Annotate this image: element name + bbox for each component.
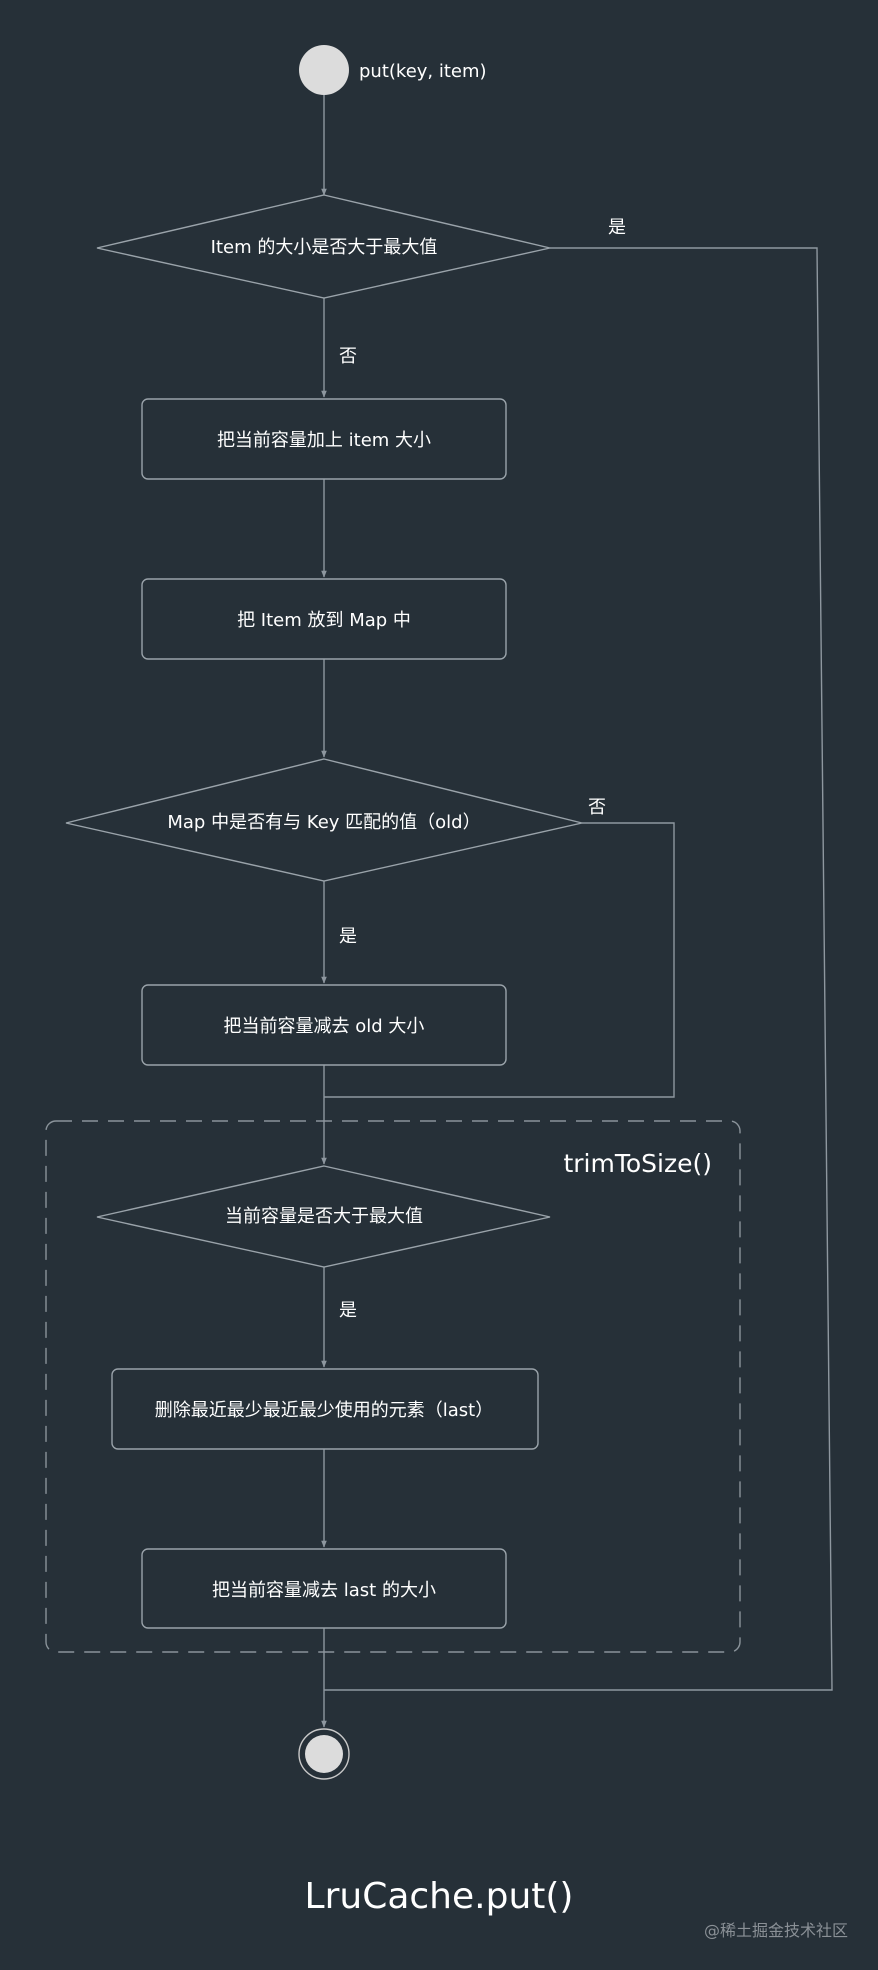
start-node [299, 45, 349, 95]
trim-to-size-group [45, 1120, 741, 1653]
step-add-item-size-label: 把当前容量加上 item 大小 [217, 430, 431, 451]
branch-label-map-has-key-yes: 是 [339, 926, 357, 947]
diagram-caption: LruCache.put() [305, 1876, 574, 1917]
branch-label-map-has-key-no: 否 [588, 797, 606, 818]
end-node-ring [298, 1728, 350, 1780]
decision-map-has-key-label: Map 中是否有与 Key 匹配的值（old） [167, 812, 480, 833]
trim-to-size-group-label: trimToSize() [563, 1149, 712, 1178]
edge-key-check-no-bypass [324, 822, 675, 1098]
step-subtract-old-size [141, 984, 507, 1066]
step-subtract-last-size-label: 把当前容量减去 last 的大小 [212, 1580, 436, 1601]
decision-item-too-big-label: Item 的大小是否大于最大值 [211, 237, 438, 258]
decision-size-over-max [96, 1165, 551, 1268]
branch-label-item-too-big-no: 否 [339, 346, 357, 367]
branch-label-size-over-max-yes: 是 [339, 1300, 357, 1321]
step-remove-eldest [111, 1368, 539, 1450]
step-subtract-old-size-label: 把当前容量减去 old 大小 [224, 1016, 425, 1037]
watermark: @稀土掘金技术社区 [704, 1921, 848, 1940]
step-add-item-size [141, 398, 507, 480]
edge-size-check-yes-bypass [324, 247, 833, 1691]
decision-map-has-key [65, 758, 583, 882]
step-put-into-map-label: 把 Item 放到 Map 中 [237, 610, 411, 631]
decision-item-too-big [96, 194, 551, 299]
step-subtract-last-size [141, 1548, 507, 1629]
decision-size-over-max-label: 当前容量是否大于最大值 [225, 1206, 423, 1227]
step-put-into-map [141, 578, 507, 660]
step-remove-eldest-label: 删除最近最少最近最少使用的元素（last） [155, 1400, 493, 1421]
start-node-label: put(key, item) [359, 61, 487, 82]
end-node [305, 1735, 343, 1773]
branch-label-item-too-big-yes: 是 [608, 217, 626, 238]
